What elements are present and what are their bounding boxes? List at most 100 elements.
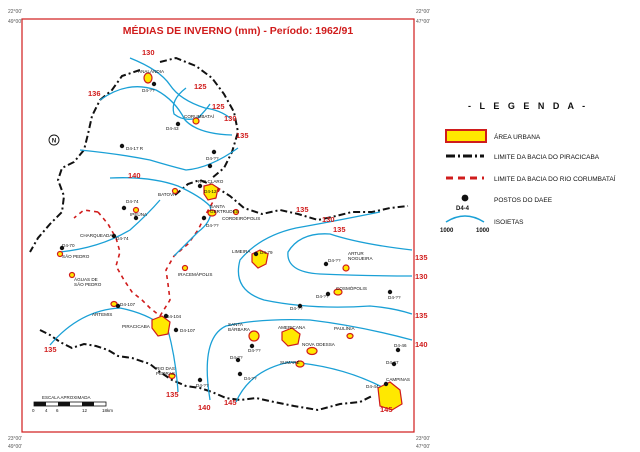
isoline-value: 135 (415, 311, 428, 320)
station-label: D4-?? (316, 294, 329, 299)
city-label: IRACEMÁPOLIS (178, 271, 212, 277)
station-labels: D4-?? D4-43 D4-?? D4-17 R D4-12 D4-74 D4… (62, 88, 407, 389)
station-label: D4-?? (230, 355, 243, 360)
station-dot (197, 183, 203, 189)
station-dot (383, 381, 389, 387)
urban-area (232, 208, 240, 216)
coord-top-left: 22°00' (8, 9, 22, 15)
legend-isohyet-value: 1000 (476, 228, 490, 234)
north-letter: N (52, 138, 56, 144)
station-dot (235, 357, 241, 363)
scale-title: ESCALA APROXIMADA (42, 395, 91, 400)
station-dot (237, 371, 243, 377)
coord-right-top: 47°00' (416, 19, 430, 25)
station-dot (211, 149, 217, 155)
station-dot (391, 361, 397, 367)
scale-tick: 4 (45, 408, 48, 413)
north-arrow-icon: N (48, 134, 60, 146)
urban-area (68, 271, 76, 279)
station-dot (133, 215, 139, 221)
legend-station-label: POSTOS DO DAEE (494, 197, 553, 204)
city-label: BATOVI (158, 192, 174, 197)
isohyet-125 (172, 87, 211, 120)
urban-area (132, 206, 140, 214)
city-label: IPEÚNA (130, 211, 148, 217)
urban-area (207, 209, 217, 217)
isoline-value: 135 (44, 345, 57, 354)
scale-tick: 18km (102, 408, 113, 413)
station-label: D4-104 (166, 314, 182, 319)
urban-area (295, 360, 305, 368)
legend-isohyet-value: 1000 (440, 228, 454, 234)
station-dot (59, 245, 65, 251)
station-label: D4-107 (180, 328, 196, 333)
legend: - L E G E N D A - ÁREA URBANA LIMITE DA … (440, 101, 616, 234)
city-label: COSMÓPOLIS (336, 285, 367, 291)
legend-corumbatai-label: LIMITE DA BACIA DO RIO CORUMBATAÍ (494, 174, 616, 183)
isoline-value: 135 (166, 390, 179, 399)
station-label: D4-74 (116, 236, 129, 241)
scale-bar: ESCALA APROXIMADA 0 4 6 12 18km (32, 395, 113, 413)
urban-area (377, 381, 403, 411)
station-label: D4-12 (204, 189, 217, 194)
isoline-value-labels: 130 125 125 130 135 136 140 135 130 135 … (44, 48, 428, 414)
station-label: D4-?? (142, 88, 155, 93)
urban-area (171, 187, 179, 195)
station-dot (173, 327, 179, 333)
station-label: D4-79 (260, 250, 273, 255)
isohyet-135-south (49, 307, 179, 393)
isoline-value: 130 (142, 48, 155, 57)
station-markers (59, 81, 401, 387)
isohyet-130-east (287, 233, 413, 277)
map-frame (21, 18, 415, 433)
legend-urban-swatch (445, 129, 487, 143)
urban-areas (56, 72, 403, 411)
city-label: RIO CLARO (198, 179, 224, 184)
coord-left-bottom: 49°00' (8, 444, 22, 450)
city-label: SUMARÉ (280, 359, 300, 365)
urban-area (110, 300, 118, 308)
urban-area (342, 264, 350, 272)
isohyet-135-west (59, 199, 161, 253)
station-dot (253, 251, 259, 257)
scale-tick: 0 (32, 408, 35, 413)
city-label: PAULÍNIA (334, 325, 356, 331)
station-label: D4-44 (366, 384, 379, 389)
city-label: CORDEIRÓPOLIS (222, 215, 260, 221)
station-dot (115, 303, 121, 309)
legend-heading: - L E G E N D A - (468, 101, 588, 111)
isoline-value: 130 (415, 272, 428, 281)
isoline-value: 125 (212, 102, 225, 111)
isohyet-140 (109, 177, 212, 257)
city-label: SÃO PEDRO (62, 253, 90, 259)
station-label: D4-?? (248, 348, 261, 353)
city-labels: ANALÂNDIA CORUMBATAÍ RIO CLARO BATOVI IP… (62, 68, 410, 382)
isoline-value: 140 (128, 171, 141, 180)
city-label: AMERICANA (278, 325, 306, 330)
station-dot (151, 81, 157, 87)
isohyet-130 (129, 57, 231, 119)
urban-area (181, 264, 189, 272)
urban-area (192, 117, 200, 125)
legend-station-dot-icon (461, 194, 469, 202)
city-label: ANALÂNDIA (138, 68, 165, 74)
station-dot (325, 291, 331, 297)
isoline-value: 135 (415, 253, 428, 262)
coord-bottom-right: 23°00' (416, 436, 430, 442)
isohyet-lines (49, 57, 413, 405)
legend-isohyet-label: ISOIETAS (494, 219, 524, 226)
corumbatai-basin-boundary (73, 187, 221, 317)
station-dot (323, 261, 329, 267)
isoline-value: 135 (333, 225, 346, 234)
isohyet-140-south (206, 318, 413, 401)
piracicaba-basin-boundary (29, 56, 409, 412)
station-dot (197, 377, 203, 383)
urban-area (168, 372, 176, 380)
isoline-value: 135 (296, 205, 309, 214)
isohyet-135-limeira (237, 211, 413, 315)
city-label: CHARQUEADA (80, 233, 113, 238)
station-dot (111, 233, 117, 239)
station-dot (201, 215, 207, 221)
